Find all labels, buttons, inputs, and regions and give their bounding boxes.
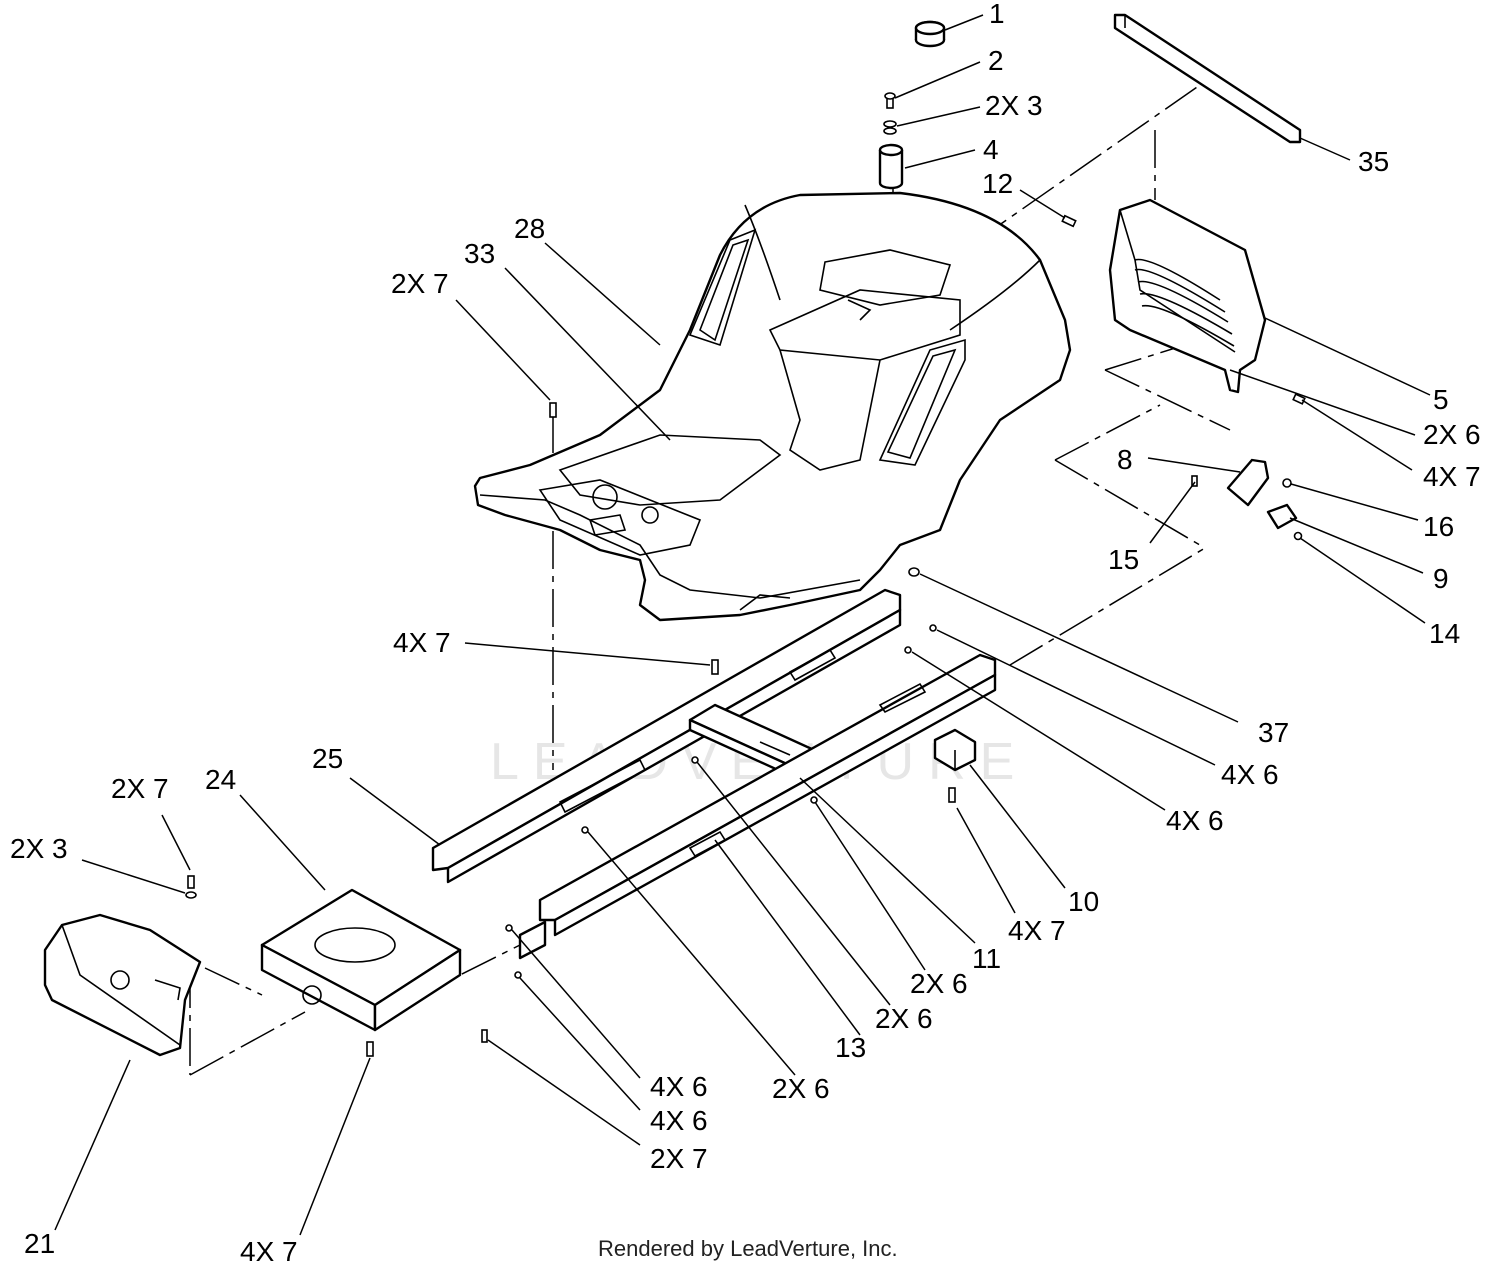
callout-1: 1 <box>989 0 1005 29</box>
callout-15: 15 <box>1108 544 1140 575</box>
callout-2x6-a: 2X 6 <box>910 968 968 999</box>
callout-4x7-bottom: 4X 7 <box>240 1236 298 1267</box>
callout-5: 5 <box>1433 384 1449 415</box>
part-24-support-plate <box>260 888 462 1032</box>
part-8-bracket <box>1226 458 1270 507</box>
part-28-fender-deck <box>473 191 1072 622</box>
callout-2x7-front: 2X 7 <box>111 773 169 804</box>
callout-2x3-top: 2X 3 <box>985 90 1043 121</box>
part-10-bracket <box>933 728 977 772</box>
callout-33: 33 <box>464 238 496 269</box>
callout-13: 13 <box>835 1032 867 1063</box>
callout-35: 35 <box>1358 146 1390 177</box>
part-13-frame-rail-right <box>518 653 997 960</box>
callout-25: 25 <box>312 743 344 774</box>
callout-4x6-d: 4X 6 <box>650 1105 708 1136</box>
callout-8: 8 <box>1117 444 1133 475</box>
callout-4: 4 <box>983 134 999 165</box>
callout-2x6-c: 2X 6 <box>772 1073 830 1104</box>
callout-16: 16 <box>1423 511 1455 542</box>
part-37-nut <box>908 567 920 577</box>
part-15-screw <box>1191 475 1198 487</box>
part-9-spacer <box>1266 503 1298 530</box>
callout-4x7-bracket: 4X 7 <box>1008 915 1066 946</box>
callout-28: 28 <box>514 213 546 244</box>
part-12-bolt <box>1061 214 1077 228</box>
callout-14: 14 <box>1429 618 1461 649</box>
part-25-frame-rail-left <box>431 588 902 884</box>
callout-24: 24 <box>205 764 237 795</box>
part-4-bushing <box>878 143 904 190</box>
callout-10: 10 <box>1068 886 1100 917</box>
callout-4x6-b: 4X 6 <box>1166 805 1224 836</box>
callout-4x7-rear: 4X 7 <box>1423 461 1481 492</box>
callout-11: 11 <box>972 943 1002 974</box>
callout-2x7-seat: 2X 7 <box>391 268 449 299</box>
callout-2x6-b: 2X 6 <box>875 1003 933 1034</box>
callout-9: 9 <box>1433 563 1449 594</box>
part-5-rear-guard <box>1108 198 1267 394</box>
render-credit: Rendered by LeadVerture, Inc. <box>598 1236 898 1261</box>
callout-2x6-rear: 2X 6 <box>1423 419 1481 450</box>
callout-4x6-a: 4X 6 <box>1221 759 1279 790</box>
callout-4x7-frame: 4X 7 <box>393 627 451 658</box>
part-35-rail <box>1113 13 1302 144</box>
part-16-nut <box>1282 478 1292 488</box>
callout-2: 2 <box>988 45 1004 76</box>
part-21-front-bracket <box>43 913 202 1057</box>
callout-37: 37 <box>1258 717 1290 748</box>
callout-12: 12 <box>982 168 1014 199</box>
fasteners <box>185 402 956 1057</box>
callout-2x7-lower: 2X 7 <box>650 1143 708 1174</box>
part-2-screw <box>884 92 896 109</box>
callout-2x3-front: 2X 3 <box>10 833 68 864</box>
part-14-nut <box>1293 531 1303 541</box>
callout-4x6-c: 4X 6 <box>650 1071 708 1102</box>
leader-lines <box>54 14 1431 1236</box>
callout-21: 21 <box>24 1228 56 1259</box>
part-3-washer <box>883 120 897 135</box>
part-1-knob <box>914 20 946 48</box>
